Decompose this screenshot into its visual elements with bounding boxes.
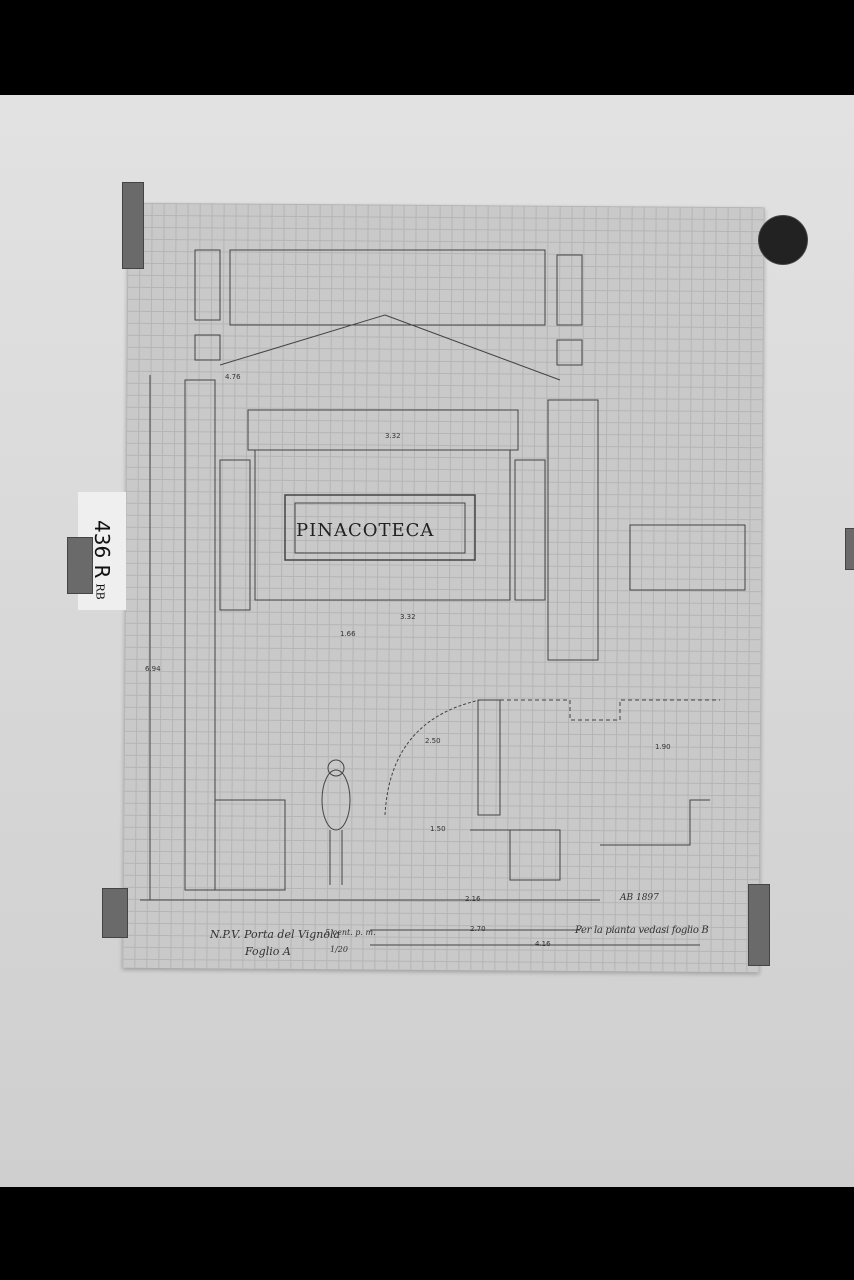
dimension-label: 1.50: [430, 825, 446, 833]
dimension-label: 2.70: [470, 925, 486, 933]
clip-top-left: [122, 182, 144, 269]
clip-tag: [67, 537, 93, 594]
dimension-label: 6.94: [145, 665, 161, 673]
dimension-label: 4.76: [225, 373, 241, 381]
clip-bottom-right: [748, 884, 770, 966]
scale-note: 5 cent. p. m.: [325, 928, 376, 937]
dimension-label: 3.32: [385, 432, 401, 440]
dimension-label: 2.16: [465, 895, 481, 903]
dimension-label: 2.50: [425, 737, 441, 745]
dimension-label: 1.66: [340, 630, 356, 638]
dimension-label: 3.32: [400, 613, 416, 621]
scale-ratio: 1/20: [330, 945, 348, 954]
clip-bottom-left: [102, 888, 128, 938]
archive-initials: RB: [93, 583, 107, 600]
signature: AB 1897: [620, 893, 659, 903]
pinacoteca-sign: PINACOTECA: [296, 520, 435, 541]
dimension-label: 1.90: [655, 743, 671, 751]
sheet-label: Foglio A: [245, 945, 291, 958]
reference-note: Per la pianta vedasi foglio B: [575, 925, 709, 936]
clip-right: [845, 528, 854, 570]
dimension-label: 4.16: [535, 940, 551, 948]
tape-roll: [758, 215, 808, 265]
title-note: N.P.V. Porta del Vignola: [210, 928, 341, 941]
archive-number: 436 R: [90, 520, 114, 579]
